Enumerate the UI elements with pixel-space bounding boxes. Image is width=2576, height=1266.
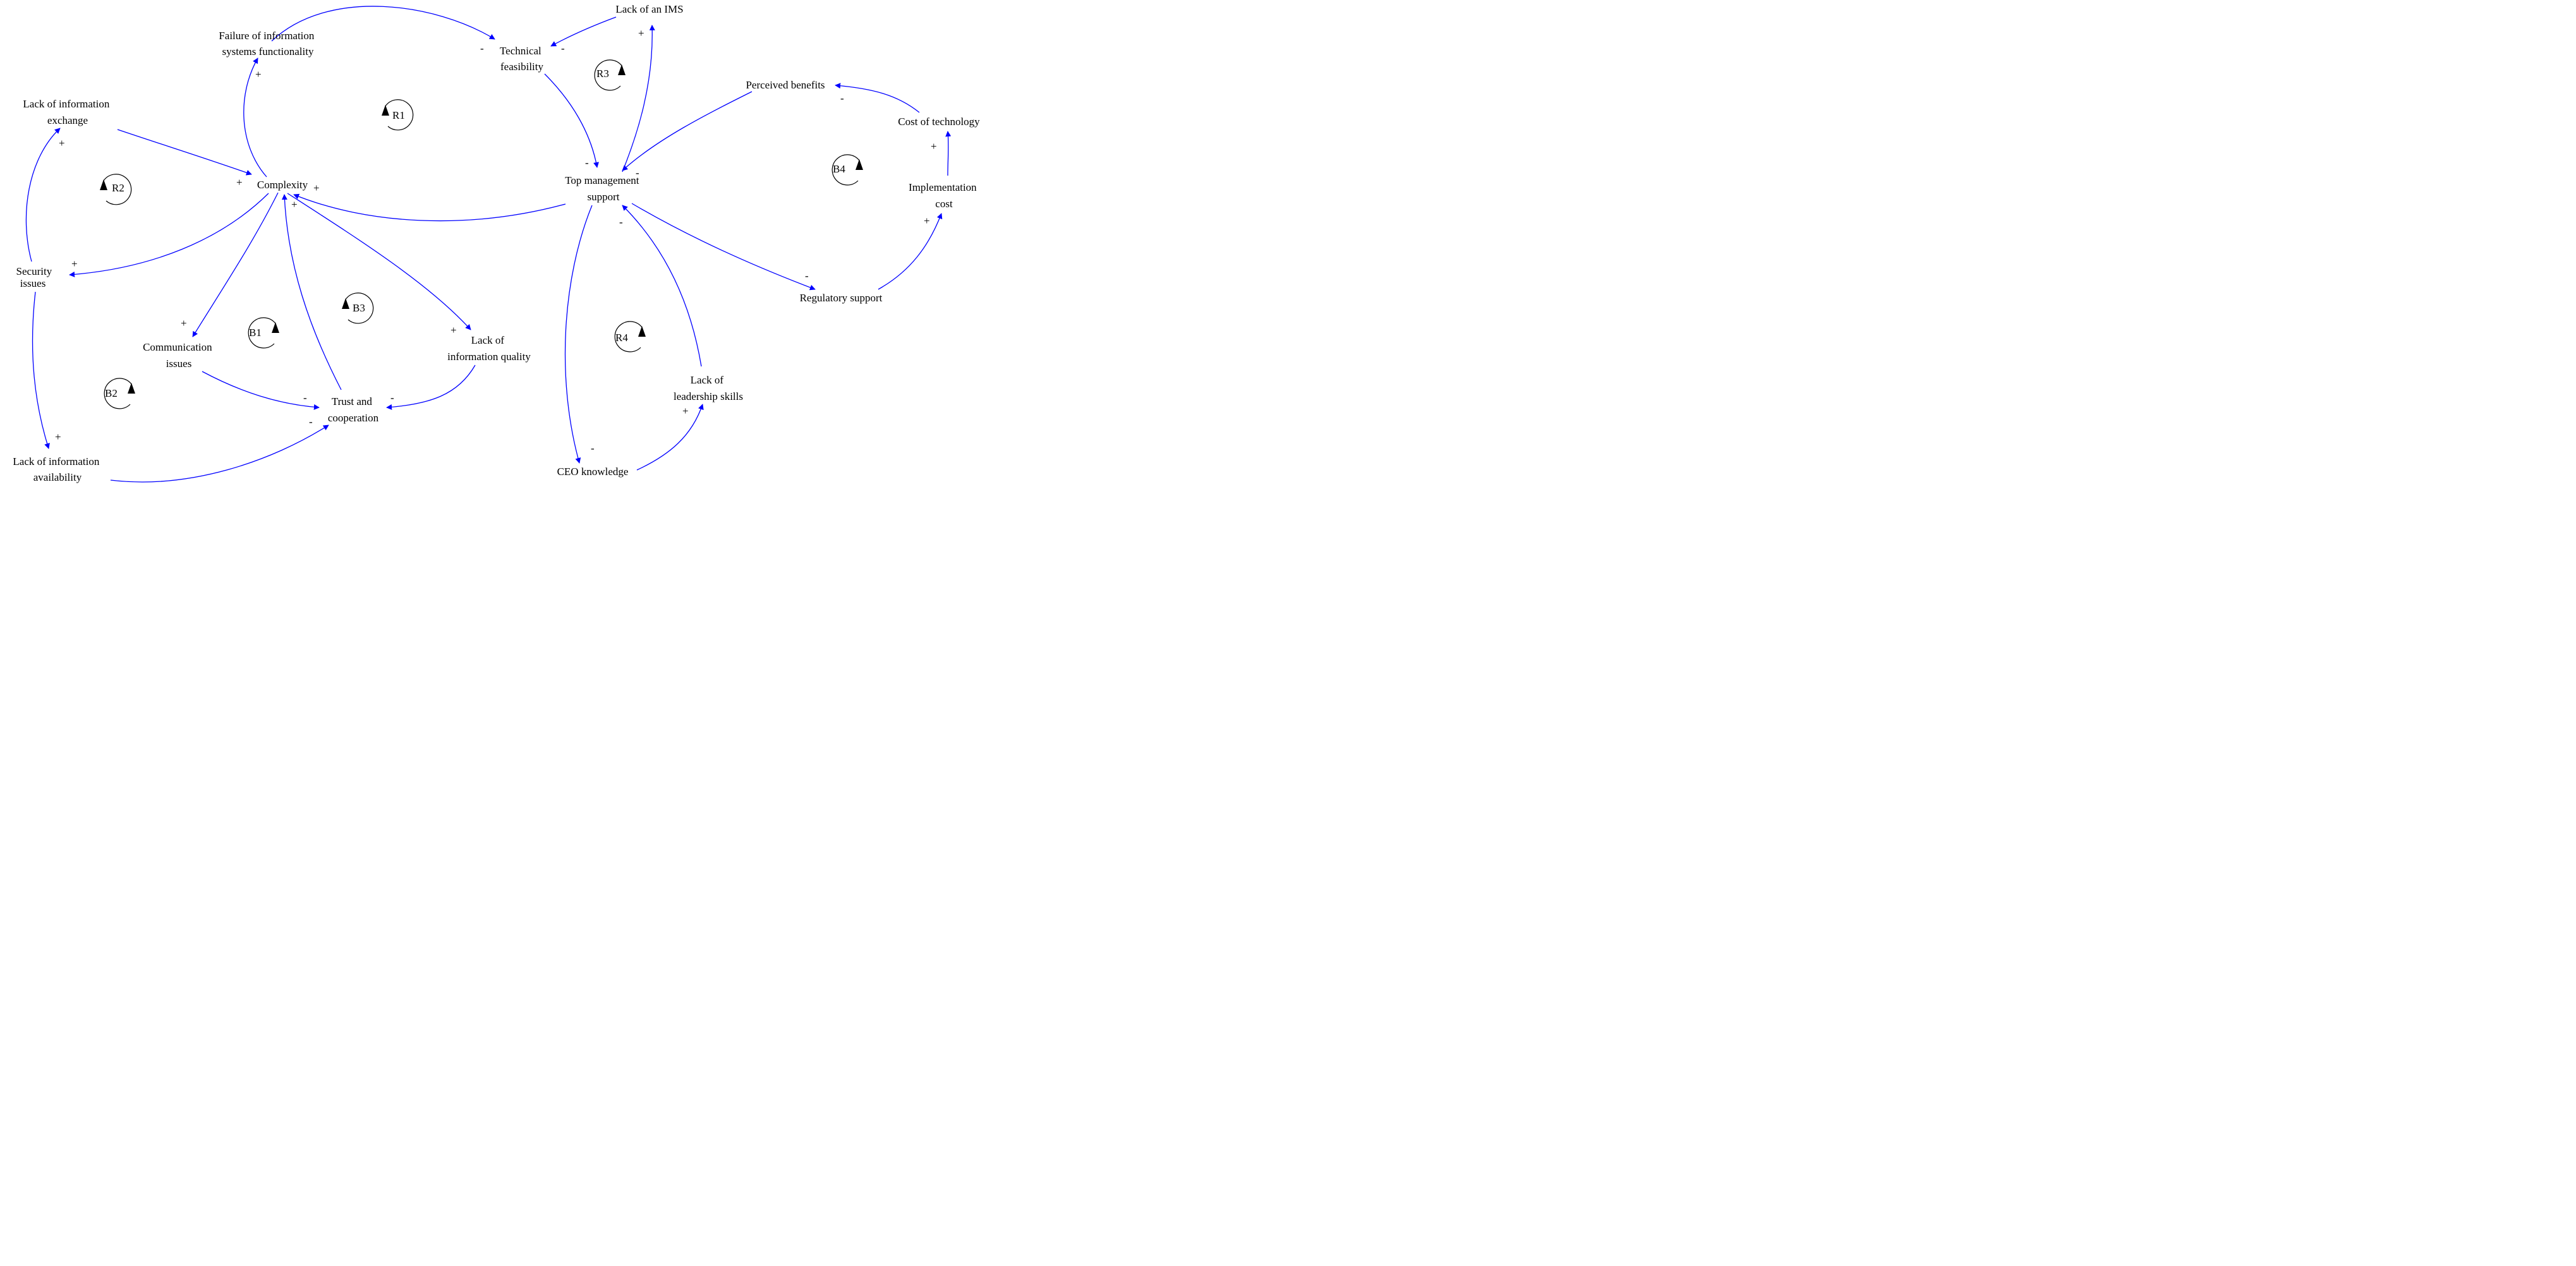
link-failure-to-technical: [271, 6, 495, 42]
var-technical-feasibility: Technical feasibility: [500, 45, 544, 73]
var-security-issues: Security issues: [16, 265, 55, 289]
loop-r4: R4: [614, 321, 646, 353]
polarity-tms-to-regulatory: -: [805, 270, 809, 282]
links: [25, 6, 952, 483]
loop-r3: R3: [594, 59, 626, 91]
var-perceived-benefits: Perceived benefits: [746, 79, 825, 91]
var-lack-of-an-ims: Lack of an IMS: [615, 3, 683, 15]
polarity-implcost-to-costtech: +: [931, 140, 937, 152]
loop-b1-label: B1: [249, 327, 262, 339]
var-complexity: Complexity: [257, 179, 308, 191]
link-security-to-exchange: [25, 128, 61, 262]
link-technical-to-tms: [544, 73, 599, 168]
link-tms-to-lims: [622, 25, 655, 172]
polarity-tms-to-complexity: +: [313, 182, 320, 194]
link-complexity-to-communication: [192, 192, 279, 337]
loop-markers: R1 R2 R3 R4 B1 B2 B3: [100, 59, 863, 409]
polarity-complexity-to-failure: +: [255, 68, 262, 80]
loop-r1: R1: [382, 99, 414, 131]
link-complexity-to-failure: [243, 57, 267, 178]
loop-b2-label: B2: [105, 387, 118, 399]
polarity-signs: - - + + - - - + + - + + + + + - + - + + …: [55, 27, 937, 454]
polarity-leadership-to-tms: -: [619, 216, 623, 228]
link-communication-to-trust: [202, 371, 320, 410]
polarity-ceo-to-leadership: +: [682, 405, 689, 417]
diagram-svg: - - + + - - - + + - + + + + + - + - + + …: [13, 3, 980, 483]
polarity-trust-to-complexity: +: [291, 198, 298, 210]
polarity-exchange-to-complexity: +: [236, 176, 243, 188]
loop-r3-label: R3: [596, 68, 609, 80]
link-complexity-to-security: [69, 193, 269, 277]
link-costtech-to-perceived: [835, 83, 920, 113]
link-availability-to-trust: [110, 425, 329, 483]
var-failure-of-information-systems-functionality: Failure of information systems functiona…: [219, 30, 317, 57]
loop-r2-label: R2: [112, 182, 124, 194]
link-quality-to-trust: [386, 365, 476, 410]
causal-loop-diagram: - - + + - - - + + - + + + + + - + - + + …: [0, 0, 991, 486]
var-lack-of-information-availability: Lack of information availability: [13, 455, 102, 483]
var-ceo-knowledge: CEO knowledge: [557, 466, 629, 478]
var-lack-of-leadership-skills: Lack of leadership skills: [674, 374, 743, 402]
polarity-complexity-to-security: +: [71, 258, 78, 270]
loop-b4-label: B4: [833, 163, 845, 175]
var-communication-issues: Communication issues: [143, 341, 215, 370]
var-regulatory-support: Regulatory support: [800, 292, 883, 304]
link-tms-to-ceo: [564, 205, 593, 464]
link-complexity-to-quality: [287, 193, 471, 330]
link-trust-to-complexity: [281, 194, 342, 390]
polarity-quality-to-trust: -: [390, 392, 394, 404]
polarity-tms-to-lims: +: [638, 27, 644, 39]
polarity-complexity-to-communication: +: [181, 317, 187, 329]
var-cost-of-technology: Cost of technology: [898, 116, 980, 128]
loop-b2: B2: [104, 378, 135, 409]
var-implementation-cost: Implementation cost: [909, 181, 979, 210]
polarity-costtech-to-perceived: -: [840, 92, 844, 104]
loop-r4-label: R4: [615, 332, 628, 344]
link-ceo-to-leadership: [636, 404, 704, 471]
polarity-technical-to-tms: -: [585, 157, 589, 169]
polarity-security-to-exchange: +: [59, 137, 65, 149]
link-leadership-to-tms: [622, 205, 702, 367]
polarity-lims-to-technical: -: [561, 42, 565, 54]
polarity-availability-to-trust: -: [309, 416, 313, 428]
var-lack-of-information-quality: Lack of information quality: [447, 334, 531, 363]
variables: Failure of information systems functiona…: [13, 3, 980, 483]
link-perceived-to-tms: [622, 91, 753, 171]
polarity-security-to-availability: +: [55, 431, 61, 443]
loop-r1-label: R1: [392, 109, 405, 121]
polarity-failure-to-technical: -: [480, 42, 484, 54]
link-regulatory-to-implcost: [878, 213, 943, 290]
link-tms-to-regulatory: [631, 203, 816, 291]
polarity-complexity-to-quality: +: [450, 324, 457, 336]
loop-b3: B3: [342, 292, 374, 324]
link-exchange-to-complexity: [117, 129, 252, 176]
link-tms-to-complexity: [293, 193, 566, 222]
loop-b4: B4: [831, 154, 863, 186]
polarity-communication-to-trust: -: [303, 392, 307, 404]
loop-r2: R2: [100, 174, 132, 205]
var-top-management-support: Top management support: [565, 174, 642, 203]
var-trust-and-cooperation: Trust and cooperation: [328, 395, 379, 424]
polarity-tms-to-ceo: -: [591, 442, 595, 454]
var-lack-of-information-exchange: Lack of information exchange: [23, 98, 112, 126]
polarity-regulatory-to-implcost: +: [924, 215, 930, 227]
loop-b1: B1: [248, 317, 279, 349]
link-security-to-availability: [32, 291, 50, 449]
loop-b3-label: B3: [353, 302, 365, 314]
link-lims-to-technical: [550, 16, 617, 47]
polarity-perceived-to-tms: -: [636, 167, 639, 179]
